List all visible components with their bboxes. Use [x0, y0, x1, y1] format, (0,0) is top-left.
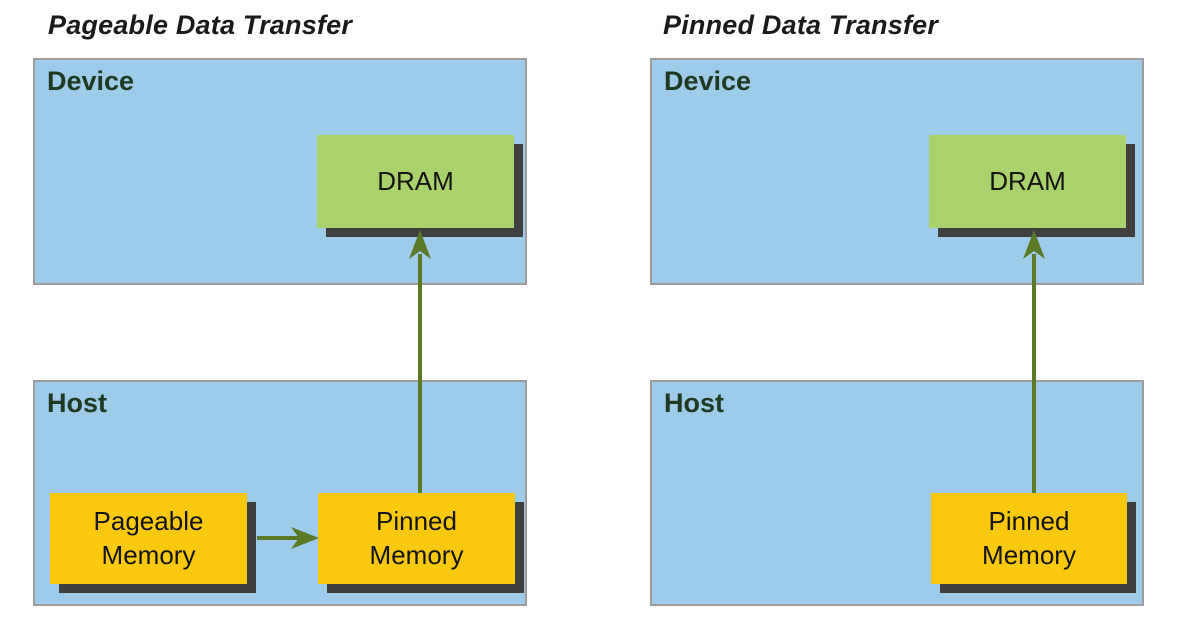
pinned-memory-box-left: Pinned Memory [318, 493, 515, 584]
device-label-left: Device [47, 66, 135, 96]
host-label-right: Host [664, 388, 724, 418]
dram-box-right: DRAM [929, 135, 1126, 228]
pinned-memory-label-left: Pinned Memory [369, 505, 464, 570]
pageable-memory-label: Pageable Memory [93, 505, 204, 570]
panel-title-pageable: Pageable Data Transfer [48, 10, 353, 40]
host-label-left: Host [47, 388, 107, 418]
panel-title-pinned: Pinned Data Transfer [663, 10, 939, 40]
pinned-memory-box-right: Pinned Memory [931, 493, 1127, 584]
pinned-memory-label-right: Pinned Memory [982, 505, 1076, 570]
pageable-memory-box: Pageable Memory [50, 493, 247, 584]
dram-label-right: DRAM [989, 165, 1066, 196]
dram-box-left: DRAM [317, 135, 514, 228]
dram-label-left: DRAM [377, 165, 454, 196]
device-label-right: Device [664, 66, 752, 96]
device-box-right: Device [650, 58, 1144, 285]
